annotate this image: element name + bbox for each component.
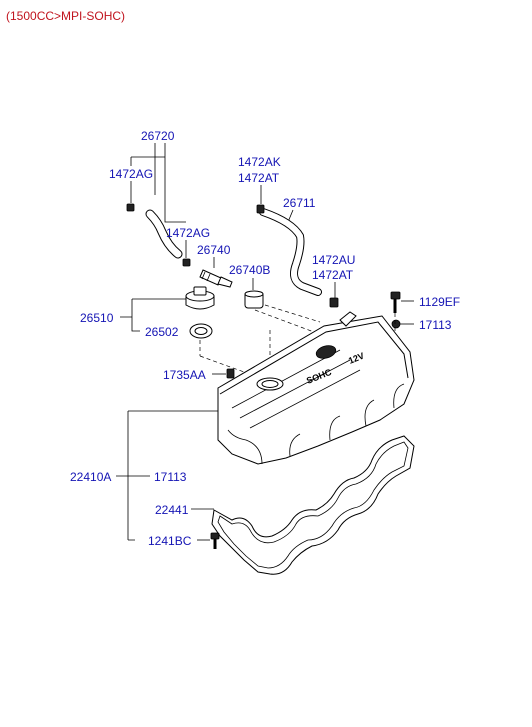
diagram-title: (1500CC>MPI-SOHC) <box>6 9 125 23</box>
bolt-1241bc <box>210 532 220 549</box>
cap-gasket-26502 <box>189 323 213 339</box>
label-1472au: 1472AU <box>312 253 355 267</box>
oil-filler-cap-26510 <box>185 286 215 310</box>
bolt-1735aa <box>226 368 235 379</box>
clamp-1472ag-right <box>182 258 191 267</box>
washer-17113 <box>391 319 401 329</box>
label-26740: 26740 <box>197 243 231 257</box>
label-26711: 26711 <box>283 196 316 210</box>
label-1735aa: 1735AA <box>163 368 206 382</box>
cover-emblem <box>315 345 337 359</box>
grommet-26740b <box>244 290 264 309</box>
breather-hose-26720 <box>145 209 183 259</box>
pcv-hose-26711 <box>259 208 322 296</box>
label-1472ak: 1472AK <box>238 155 281 169</box>
clamp-1472au <box>329 297 339 308</box>
label-1472at-lower: 1472AT <box>312 268 354 282</box>
bolt-1129ef <box>390 291 401 313</box>
clamp-1472ag-left <box>126 203 135 212</box>
label-1129ef: 1129EF <box>419 295 460 309</box>
label-26720: 26720 <box>141 129 175 143</box>
label-1472ag-left: 1472AG <box>109 167 153 181</box>
callout-labels: 26720 1472AG 1472AG 1472AK 1472AT 26711 … <box>70 129 460 548</box>
label-22441: 22441 <box>155 503 189 517</box>
clamp-1472ak <box>256 204 265 214</box>
label-26740b: 26740B <box>229 263 270 277</box>
label-26510: 26510 <box>80 311 114 325</box>
label-26502: 26502 <box>145 325 179 339</box>
leader-lines <box>116 143 414 541</box>
label-17113-right: 17113 <box>419 318 452 332</box>
label-17113-lower: 17113 <box>154 470 187 484</box>
label-1472ag-right: 1472AG <box>166 226 210 240</box>
cover-gasket-22441 <box>211 435 415 575</box>
label-22410a: 22410A <box>70 470 111 484</box>
label-1472at-upper: 1472AT <box>238 171 280 185</box>
pcv-valve-26740 <box>199 269 233 288</box>
label-1241bc: 1241BC <box>148 534 192 548</box>
rocker-cover-22410a: SOHC 12V <box>217 311 415 465</box>
